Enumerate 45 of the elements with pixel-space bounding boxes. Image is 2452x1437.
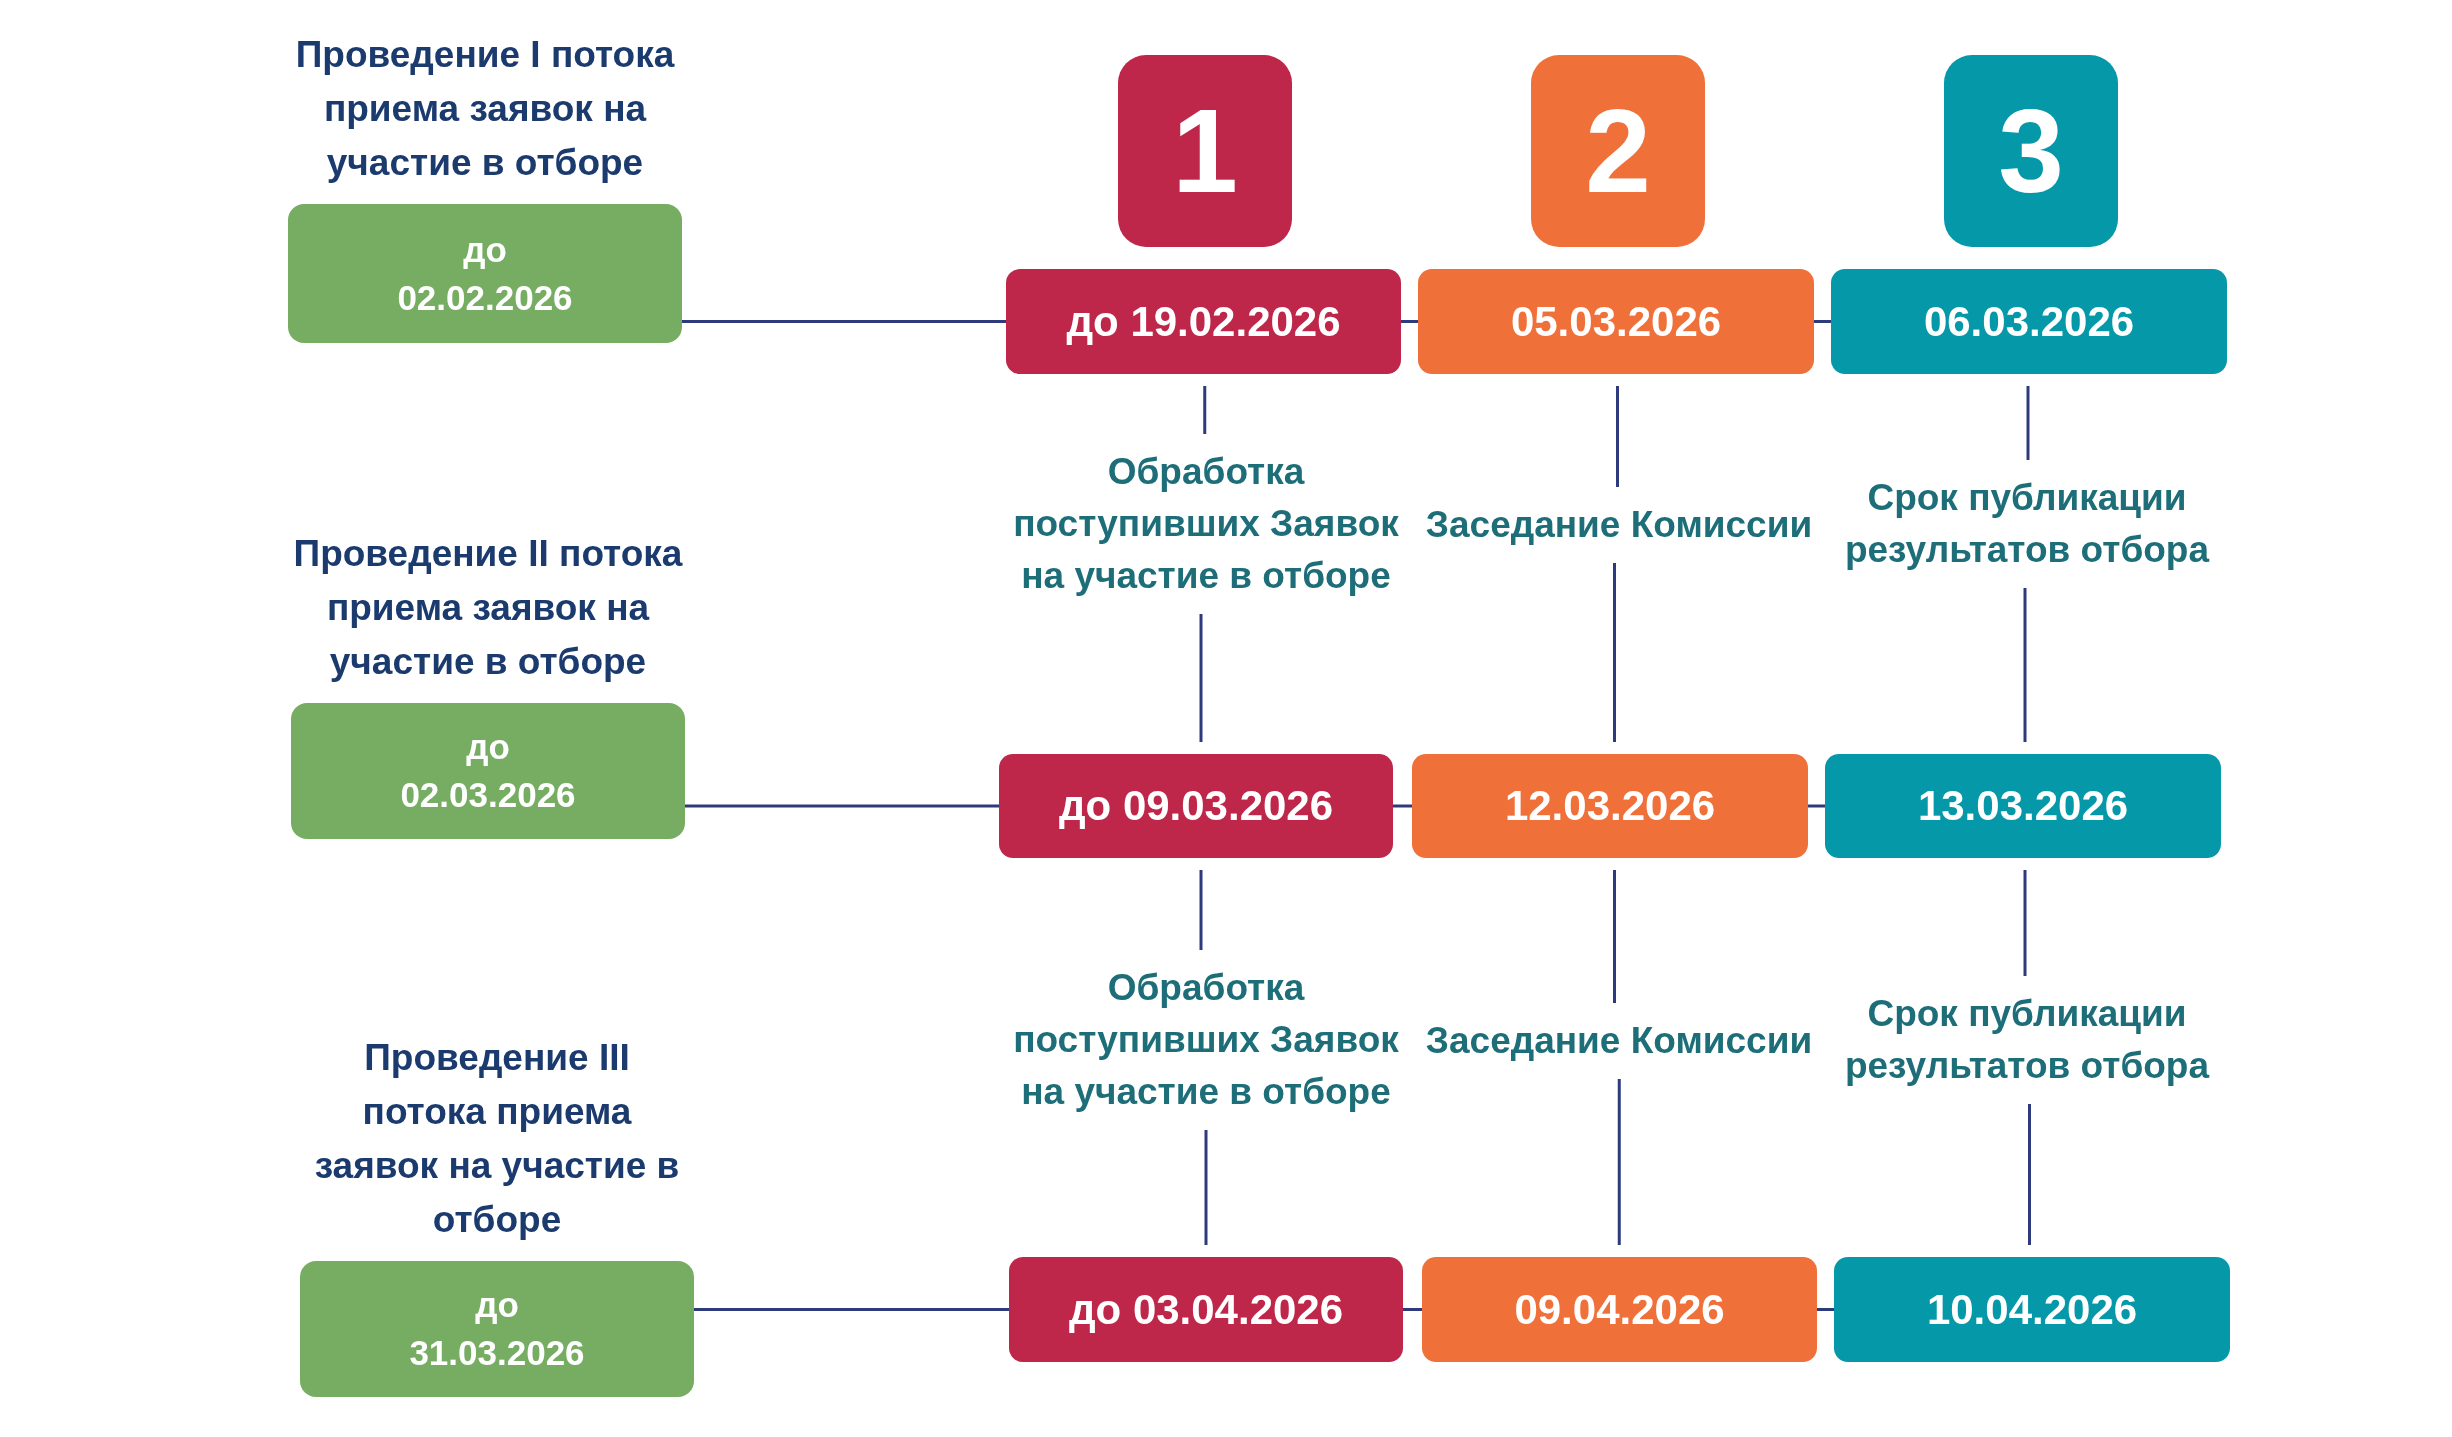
date-box: до 19.02.2026: [1006, 269, 1401, 374]
connector-line: [1613, 870, 1616, 1003]
step-description: Срок публикации результатов отбора: [1827, 472, 2227, 576]
step-description: Обработка поступивших Заявок на участие в отборе: [1006, 962, 1406, 1118]
connector-line: [685, 804, 999, 808]
connector-line: [1814, 320, 1831, 323]
connector-line: [1204, 1130, 1208, 1245]
date-box: 13.03.2026: [1825, 754, 2221, 858]
date-box: 12.03.2026: [1412, 754, 1808, 858]
date-box: 09.04.2026: [1422, 1257, 1817, 1362]
date-box: 10.04.2026: [1834, 1257, 2230, 1362]
connector-line: [2023, 588, 2027, 742]
date-box: до 09.03.2026: [999, 754, 1393, 858]
step-description: Заседание Комиссии: [1419, 499, 1819, 551]
connector-line: [1199, 870, 1203, 950]
step-description: Срок публикации результатов отбора: [1827, 988, 2227, 1092]
deadline-box: до 02.02.2026: [288, 204, 682, 343]
stream-heading: Проведение I потока приема заявок на участие в отборе: [294, 33, 676, 185]
connector-line: [2026, 386, 2030, 460]
connector-line: [2028, 1104, 2031, 1245]
date-box: 05.03.2026: [1418, 269, 1814, 374]
connector-line: [1403, 1308, 1422, 1311]
step-number-box: 3: [1944, 55, 2118, 247]
stream-heading: Проведение II потока приема заявок на участие в отборе: [292, 532, 684, 684]
connector-line: [1203, 386, 1207, 434]
step-number-box: 2: [1531, 55, 1705, 247]
connector-line: [1808, 804, 1825, 808]
step-number-box: 1: [1118, 55, 1292, 247]
stream-heading: Проведение III потока приема заявок на участие в отборе: [313, 1036, 681, 1242]
connector-line: [1613, 563, 1616, 742]
step-description: Обработка поступивших Заявок на участие в отборе: [1006, 446, 1406, 602]
connector-line: [1817, 1308, 1834, 1311]
date-box: 06.03.2026: [1831, 269, 2227, 374]
connector-line: [1617, 1079, 1621, 1245]
connector-line: [1199, 614, 1203, 742]
connector-line: [682, 320, 1006, 323]
connector-line: [1393, 804, 1412, 808]
deadline-box: до 02.03.2026: [291, 703, 685, 839]
date-box: до 03.04.2026: [1009, 1257, 1403, 1362]
connector-line: [2023, 870, 2027, 976]
connector-line: [694, 1308, 1009, 1311]
connector-line: [1616, 386, 1619, 487]
deadline-box: до 31.03.2026: [300, 1261, 694, 1397]
step-description: Заседание Комиссии: [1419, 1015, 1819, 1067]
connector-line: [1401, 320, 1418, 323]
